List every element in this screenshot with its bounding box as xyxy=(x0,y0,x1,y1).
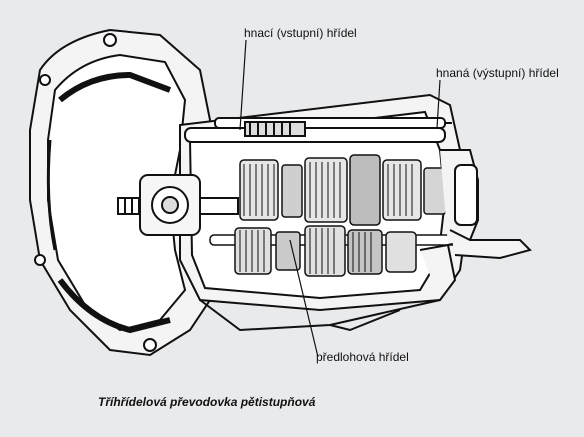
rear-housing xyxy=(419,149,532,301)
shift-rails xyxy=(184,117,452,143)
countershaft-gears xyxy=(209,225,471,277)
figure-caption: Tříhřídelová převodovka pětistupňová xyxy=(98,395,316,409)
bell-housing xyxy=(29,28,212,357)
leader-lines xyxy=(239,39,441,358)
output-shaft-label: hnaná (výstupní) hřídel xyxy=(436,66,559,80)
countershaft-label: předlohová hřídel xyxy=(316,350,409,364)
upper-gear-stack xyxy=(239,154,447,226)
input-shaft-label: hnací (vstupní) hřídel xyxy=(244,26,357,40)
input-shaft xyxy=(117,174,239,236)
